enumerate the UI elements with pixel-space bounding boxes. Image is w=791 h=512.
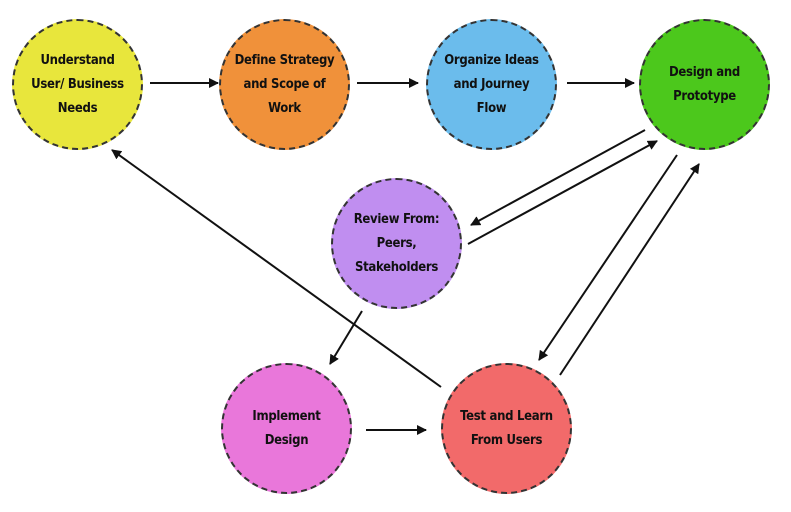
node-understand-label: Understand User/ Business Needs (31, 52, 124, 116)
arrow-test-to-design (559, 163, 700, 376)
arrow-test-to-understand (111, 149, 442, 388)
node-review-label: Review From: Peers, Stakeholders (353, 211, 440, 275)
node-organize: Organize Ideas and Journey Flow (426, 19, 557, 150)
arrow-review-to-implement (329, 310, 363, 365)
node-implement: Implement Design (221, 363, 352, 494)
node-test-label: Test and Learn From Users (460, 408, 553, 448)
node-implement-label: Implement Design (252, 408, 321, 448)
node-test: Test and Learn From Users (441, 363, 572, 494)
node-define-label: Define Strategy and Scope of Work (234, 52, 335, 116)
node-organize-label: Organize Ideas and Journey Flow (444, 52, 539, 116)
node-review: Review From: Peers, Stakeholders (331, 178, 462, 309)
arrow-review-to-design (467, 140, 658, 245)
node-design: Design and Prototype (639, 19, 770, 150)
arrow-design-to-test (538, 154, 678, 361)
node-define: Define Strategy and Scope of Work (219, 19, 350, 150)
node-understand: Understand User/ Business Needs (12, 19, 143, 150)
arrow-design-to-review (470, 129, 646, 226)
node-design-label: Design and Prototype (669, 64, 740, 104)
